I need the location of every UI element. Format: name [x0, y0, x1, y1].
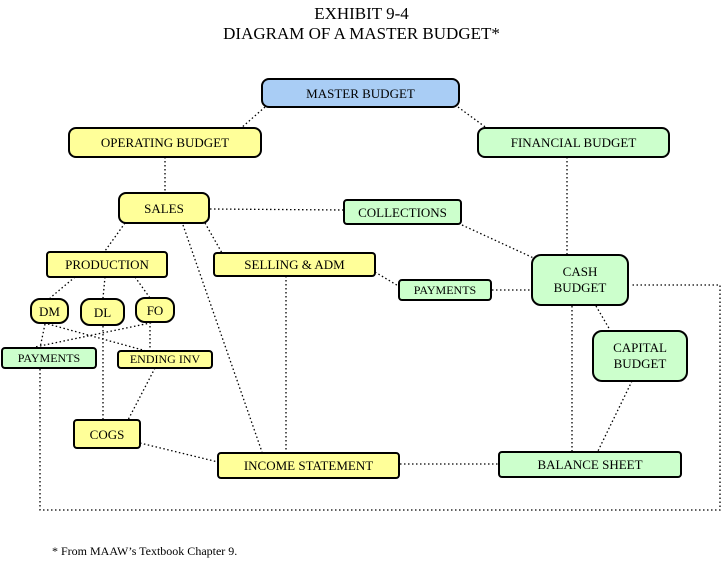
connector-sales-selling: [204, 222, 223, 254]
connector-collections-cash: [461, 224, 539, 261]
selling-adm-node: SELLING & ADM: [213, 252, 376, 277]
connector-dm-payments: [39, 323, 46, 349]
connector-selling-payments: [374, 271, 401, 288]
production-label: PRODUCTION: [65, 257, 149, 272]
ending-inv-label: ENDING INV: [129, 352, 201, 366]
connector-dm-endinginv: [47, 323, 151, 353]
payments-left-node: PAYMENTS: [1, 347, 97, 369]
payments-middle-label: PAYMENTS: [413, 282, 477, 297]
payments-left-label: PAYMENTS: [17, 350, 81, 365]
master-budget-label: MASTER BUDGET: [306, 85, 415, 101]
collections-node: COLLECTIONS: [343, 199, 462, 225]
sales-node: SALES: [118, 192, 210, 224]
operating-budget-label: OPERATING BUDGET: [100, 135, 230, 150]
fo-node: FO: [135, 297, 175, 323]
balance-sheet-node: BALANCE SHEET: [498, 451, 682, 478]
capital-budget-label-line1: CAPITAL: [613, 340, 667, 355]
connector-cogs-income: [139, 442, 219, 463]
cash-budget-label-line2: BUDGET: [553, 280, 607, 295]
cogs-label: COGS: [89, 426, 125, 442]
dm-label: DM: [39, 303, 60, 319]
connector-fo-payments: [34, 321, 156, 348]
cash-budget-label-line1: CASH: [562, 264, 598, 279]
payments-middle-node: PAYMENTS: [398, 279, 492, 301]
diagram-subtitle: DIAGRAM OF A MASTER BUDGET*: [223, 24, 500, 43]
connector-cash-capital: [595, 305, 611, 331]
selling-adm-label: SELLING & ADM: [244, 257, 345, 272]
connector-production-dl: [102, 276, 106, 299]
connector-endinginv-cogs: [127, 367, 156, 421]
connector-sales-collections: [209, 208, 345, 211]
dl-label: DL: [93, 304, 112, 320]
master-budget-node: MASTER BUDGET: [261, 78, 460, 108]
balance-sheet-label: BALANCE SHEET: [537, 457, 643, 472]
sales-label: SALES: [144, 200, 184, 216]
collections-label: COLLECTIONS: [358, 204, 447, 220]
connector-production-dm: [49, 276, 76, 299]
connector-master-operating: [239, 106, 266, 130]
financial-budget-label: FINANCIAL BUDGET: [510, 135, 637, 150]
cogs-node: COGS: [73, 419, 141, 449]
cash-budget-node: CASH BUDGET: [531, 254, 629, 306]
income-statement-label: INCOME STATEMENT: [243, 458, 374, 473]
connector-payments-loop-to-cash: [39, 284, 721, 511]
exhibit-title: EXHIBIT 9-4: [314, 4, 409, 23]
connector-sales-production: [104, 222, 126, 252]
dl-node: DL: [80, 298, 125, 326]
financial-budget-node: FINANCIAL BUDGET: [477, 127, 670, 158]
income-statement-node: INCOME STATEMENT: [217, 452, 400, 479]
fo-label: FO: [146, 302, 164, 318]
footnote: * From MAAW’s Textbook Chapter 9.: [52, 544, 238, 558]
operating-budget-node: OPERATING BUDGET: [68, 127, 262, 158]
dm-node: DM: [30, 298, 69, 324]
connector-master-financial: [457, 106, 489, 130]
connector-production-fo: [134, 276, 151, 299]
connector-sales-income: [182, 224, 263, 453]
production-node: PRODUCTION: [46, 251, 168, 278]
connector-capital-balance: [597, 380, 633, 452]
capital-budget-node: CAPITAL BUDGET: [592, 330, 688, 382]
ending-inv-node: ENDING INV: [117, 350, 213, 369]
capital-budget-label-line2: BUDGET: [613, 356, 667, 371]
